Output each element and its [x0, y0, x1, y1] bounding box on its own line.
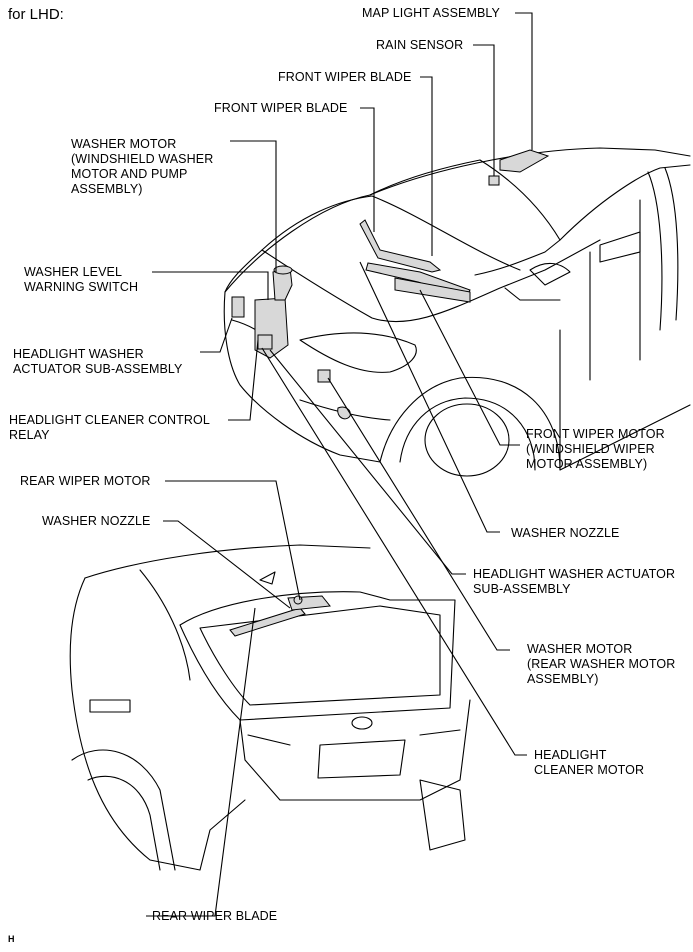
label-map-light-assembly: MAP LIGHT ASSEMBLY [362, 6, 500, 20]
label-headlight-washer-actuator-left: HEADLIGHT WASHER ACTUATOR SUB-ASSEMBLY [13, 347, 183, 376]
label-front-wiper-blade-1: FRONT WIPER BLADE [278, 70, 412, 84]
label-headlight-cleaner-motor: HEADLIGHT CLEANER MOTOR [534, 748, 645, 777]
label-headlight-cleaner-control-relay: HEADLIGHT CLEANER CONTROL RELAY [9, 413, 210, 442]
label-washer-motor-front: WASHER MOTOR (WINDSHIELD WASHER MOTOR AN… [71, 137, 214, 196]
figure-code: H [8, 934, 15, 944]
label-rain-sensor: RAIN SENSOR [376, 38, 464, 52]
label-rear-wiper-motor: REAR WIPER MOTOR [20, 474, 151, 488]
front-vehicle-illustration [223, 147, 691, 477]
label-headlight-washer-actuator-right: HEADLIGHT WASHER ACTUATOR SUB-ASSEMBLY [473, 567, 676, 596]
label-washer-nozzle-rear: WASHER NOZZLE [42, 514, 151, 528]
page-title: for LHD: [8, 6, 64, 23]
label-front-wiper-motor: FRONT WIPER MOTOR (WINDSHIELD WIPER MOTO… [526, 427, 665, 471]
label-rear-wiper-blade: REAR WIPER BLADE [152, 909, 278, 923]
rear-vehicle-illustration [69, 544, 471, 871]
label-front-wiper-blade-2: FRONT WIPER BLADE [214, 101, 348, 115]
label-washer-level-warning-switch: WASHER LEVEL WARNING SWITCH [24, 265, 139, 294]
label-washer-nozzle-front: WASHER NOZZLE [511, 526, 620, 540]
leader-lines [146, 12, 533, 917]
label-washer-motor-rear: WASHER MOTOR (REAR WASHER MOTOR ASSEMBLY… [527, 642, 676, 686]
